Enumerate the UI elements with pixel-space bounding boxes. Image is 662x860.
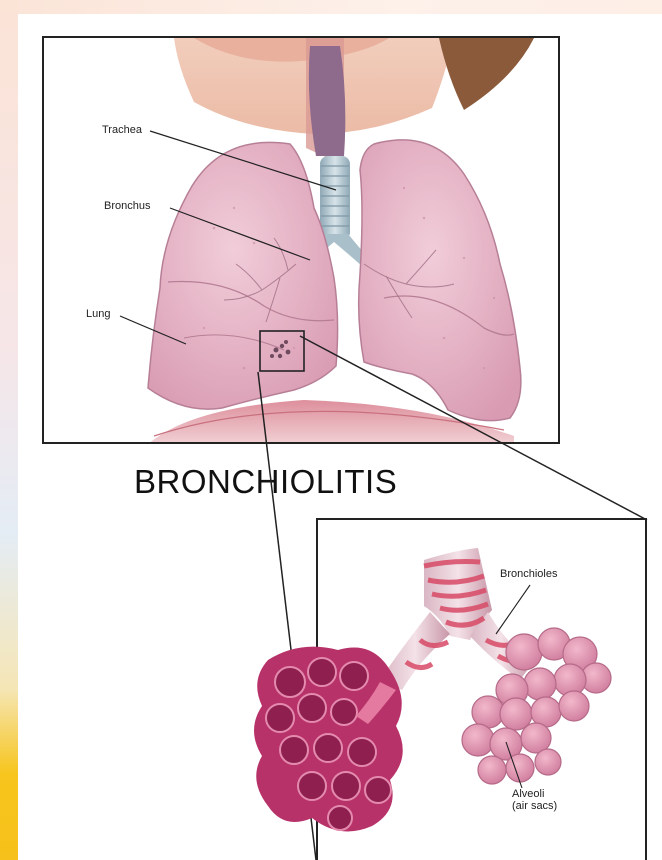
- lungs-illustration-panel: Trachea Bronchus Lung: [42, 36, 560, 444]
- trachea-label: Trachea: [102, 124, 142, 136]
- bronchioles-label: Bronchioles: [500, 568, 557, 580]
- lungs-illustration: [44, 38, 560, 444]
- left-lung: [359, 140, 521, 421]
- trachea-upper: [309, 46, 345, 156]
- trachea-rings: [320, 156, 350, 240]
- air-sacs-label: (air sacs): [512, 800, 557, 812]
- decorative-top-strip: [0, 0, 662, 14]
- bronchus-label: Bronchus: [104, 200, 150, 212]
- alveoli-label: Alveoli: [512, 788, 544, 800]
- lung-label: Lung: [86, 308, 110, 320]
- decorative-side-strip: [0, 0, 18, 860]
- hair: [439, 38, 534, 110]
- page-title: BRONCHIOLITIS: [134, 463, 397, 501]
- right-lung: [148, 142, 338, 409]
- zoom-line-left: [258, 372, 316, 860]
- alveoli-closeup-panel: Bronchioles Alveoli (air sacs): [316, 518, 647, 860]
